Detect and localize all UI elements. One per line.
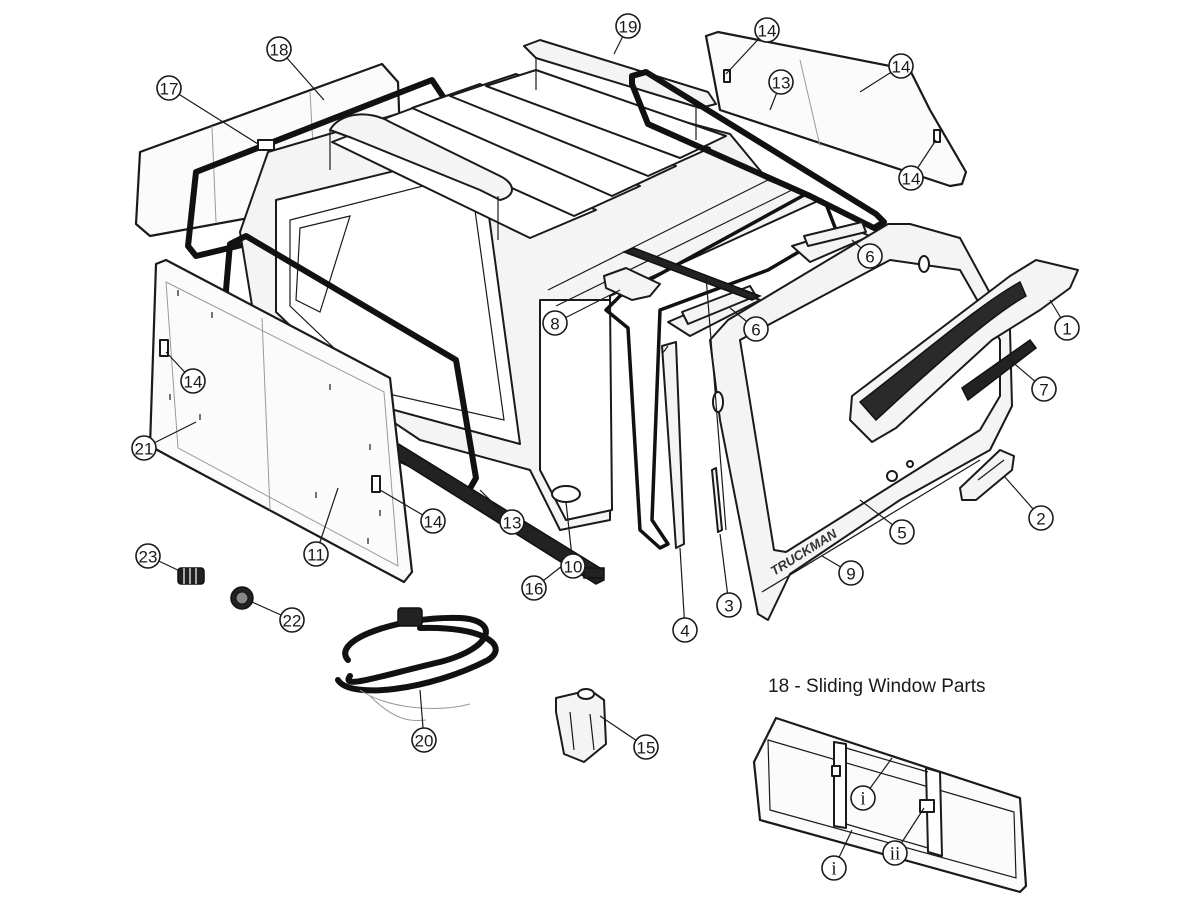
- callout-number: 17: [160, 80, 179, 99]
- callout-5: 6: [857, 243, 883, 269]
- callout-number: 13: [772, 74, 791, 93]
- callout-21: 17: [156, 75, 182, 101]
- callout-number: 1: [1062, 320, 1071, 339]
- connector-22: [230, 586, 254, 610]
- sliding-window-inset: [752, 716, 1028, 894]
- callout-9: 9: [838, 560, 864, 586]
- callout-number: 14: [758, 22, 777, 41]
- window-latch: [257, 139, 275, 151]
- callout-number: 23: [139, 548, 158, 567]
- callout-number: 3: [724, 597, 733, 616]
- callout-15: 14: [888, 53, 914, 79]
- callout-6: 6: [743, 316, 769, 342]
- badge-oval: [551, 485, 581, 503]
- callout-11: 11: [303, 541, 329, 567]
- callout-number: 10: [564, 558, 583, 577]
- callout-25: 21: [131, 435, 157, 461]
- callout-number: 4: [680, 622, 689, 641]
- light-bracket: [555, 688, 607, 763]
- callout-18: 14: [420, 508, 446, 534]
- callout-number: 16: [525, 580, 544, 599]
- callout-number: 14: [892, 58, 911, 77]
- mounting-bracket: [603, 267, 661, 301]
- callout-1: 2: [1028, 505, 1054, 531]
- callout-10: 10: [560, 553, 586, 579]
- callout-26: 22: [279, 607, 305, 633]
- inset-callout-0: i: [850, 785, 876, 811]
- callout-27: 23: [135, 543, 161, 569]
- wiring-loom: [335, 607, 499, 722]
- callout-number: 14: [902, 170, 921, 189]
- callout-number: ii: [890, 844, 901, 865]
- gas-strut-4: [661, 341, 685, 549]
- callout-19: 15: [633, 734, 659, 760]
- callout-number: 5: [897, 524, 906, 543]
- callout-16: 14: [898, 165, 924, 191]
- callout-7: 7: [1031, 376, 1057, 402]
- callout-20: 16: [521, 575, 547, 601]
- callout-number: 11: [307, 546, 325, 565]
- strip-clip: [583, 567, 605, 579]
- callout-number: 14: [424, 513, 443, 532]
- rear-door-seal: [604, 192, 838, 550]
- inset-callout-2: ii: [882, 840, 908, 866]
- callout-labels: 1234566789101113131414141414151617181920…: [131, 13, 1080, 881]
- callout-number: 6: [751, 321, 760, 340]
- callout-number: i: [860, 789, 865, 810]
- callout-number: 8: [550, 315, 559, 334]
- callout-number: 9: [846, 565, 855, 584]
- callout-4: 5: [889, 519, 915, 545]
- callout-22: 18: [266, 36, 292, 62]
- callout-number: 7: [1039, 381, 1048, 400]
- callout-8: 8: [542, 310, 568, 336]
- callout-14: 14: [754, 17, 780, 43]
- rear-spoiler: [849, 259, 1079, 443]
- callout-17: 14: [180, 368, 206, 394]
- callout-13: 13: [768, 69, 794, 95]
- connector-23: [177, 567, 205, 585]
- gas-strut-3: [705, 275, 727, 533]
- rear-door-seal-top: [629, 69, 887, 231]
- callout-number: 14: [184, 373, 203, 392]
- callout-12: 13: [499, 509, 525, 535]
- inset-title: 18 - Sliding Window Parts: [768, 676, 986, 697]
- callout-3: 4: [672, 617, 698, 643]
- callout-number: 21: [135, 440, 154, 459]
- callout-number: 6: [865, 248, 874, 267]
- rear-rail-strip: [621, 247, 762, 301]
- callout-number: 19: [619, 18, 638, 37]
- callout-number: 20: [415, 732, 434, 751]
- callout-24: 20: [411, 727, 437, 753]
- brake-light: [961, 338, 1038, 402]
- callout-number: 15: [637, 739, 656, 758]
- callout-number: 18: [270, 41, 289, 60]
- callout-number: 2: [1036, 510, 1045, 529]
- callout-2: 3: [716, 592, 742, 618]
- inset-callout-1: i: [821, 855, 847, 881]
- callout-0: 1: [1054, 315, 1080, 341]
- callout-23: 19: [615, 13, 641, 39]
- callout-number: 22: [283, 612, 302, 631]
- callout-number: 13: [503, 514, 522, 533]
- callout-number: i: [831, 859, 836, 880]
